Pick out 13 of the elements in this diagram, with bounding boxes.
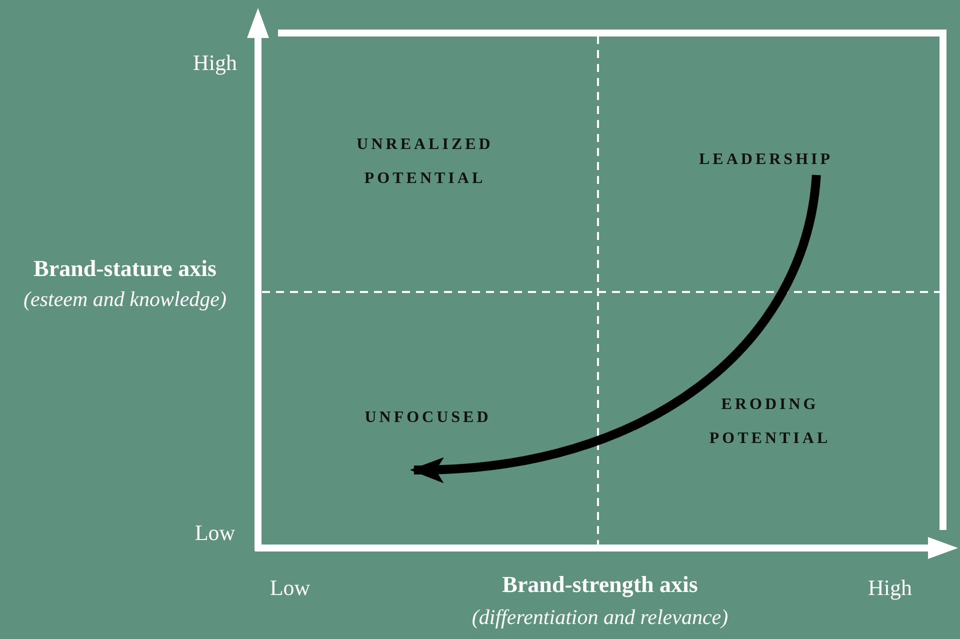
axis-tick-label: Low [194,520,236,546]
axis-title: Brand-strength axis [501,572,699,598]
axis-title: Brand-stature axis [32,256,218,282]
curved-arrow [410,174,821,482]
quadrant-label: LEADERSHIP [698,150,834,170]
axis-tick-label: High [192,50,238,76]
axis-tick-label: High [867,575,913,601]
quadrant-label: ERODING POTENTIAL [708,395,832,449]
axis-subtitle: (differentiation and relevance) [470,605,730,630]
quadrant-label: UNFOCUSED [364,408,492,428]
quadrant-label: UNREALIZED POTENTIAL [356,135,494,189]
axis-tick-label: Low [268,575,312,601]
axis-subtitle: (esteem and knowledge) [22,287,228,312]
